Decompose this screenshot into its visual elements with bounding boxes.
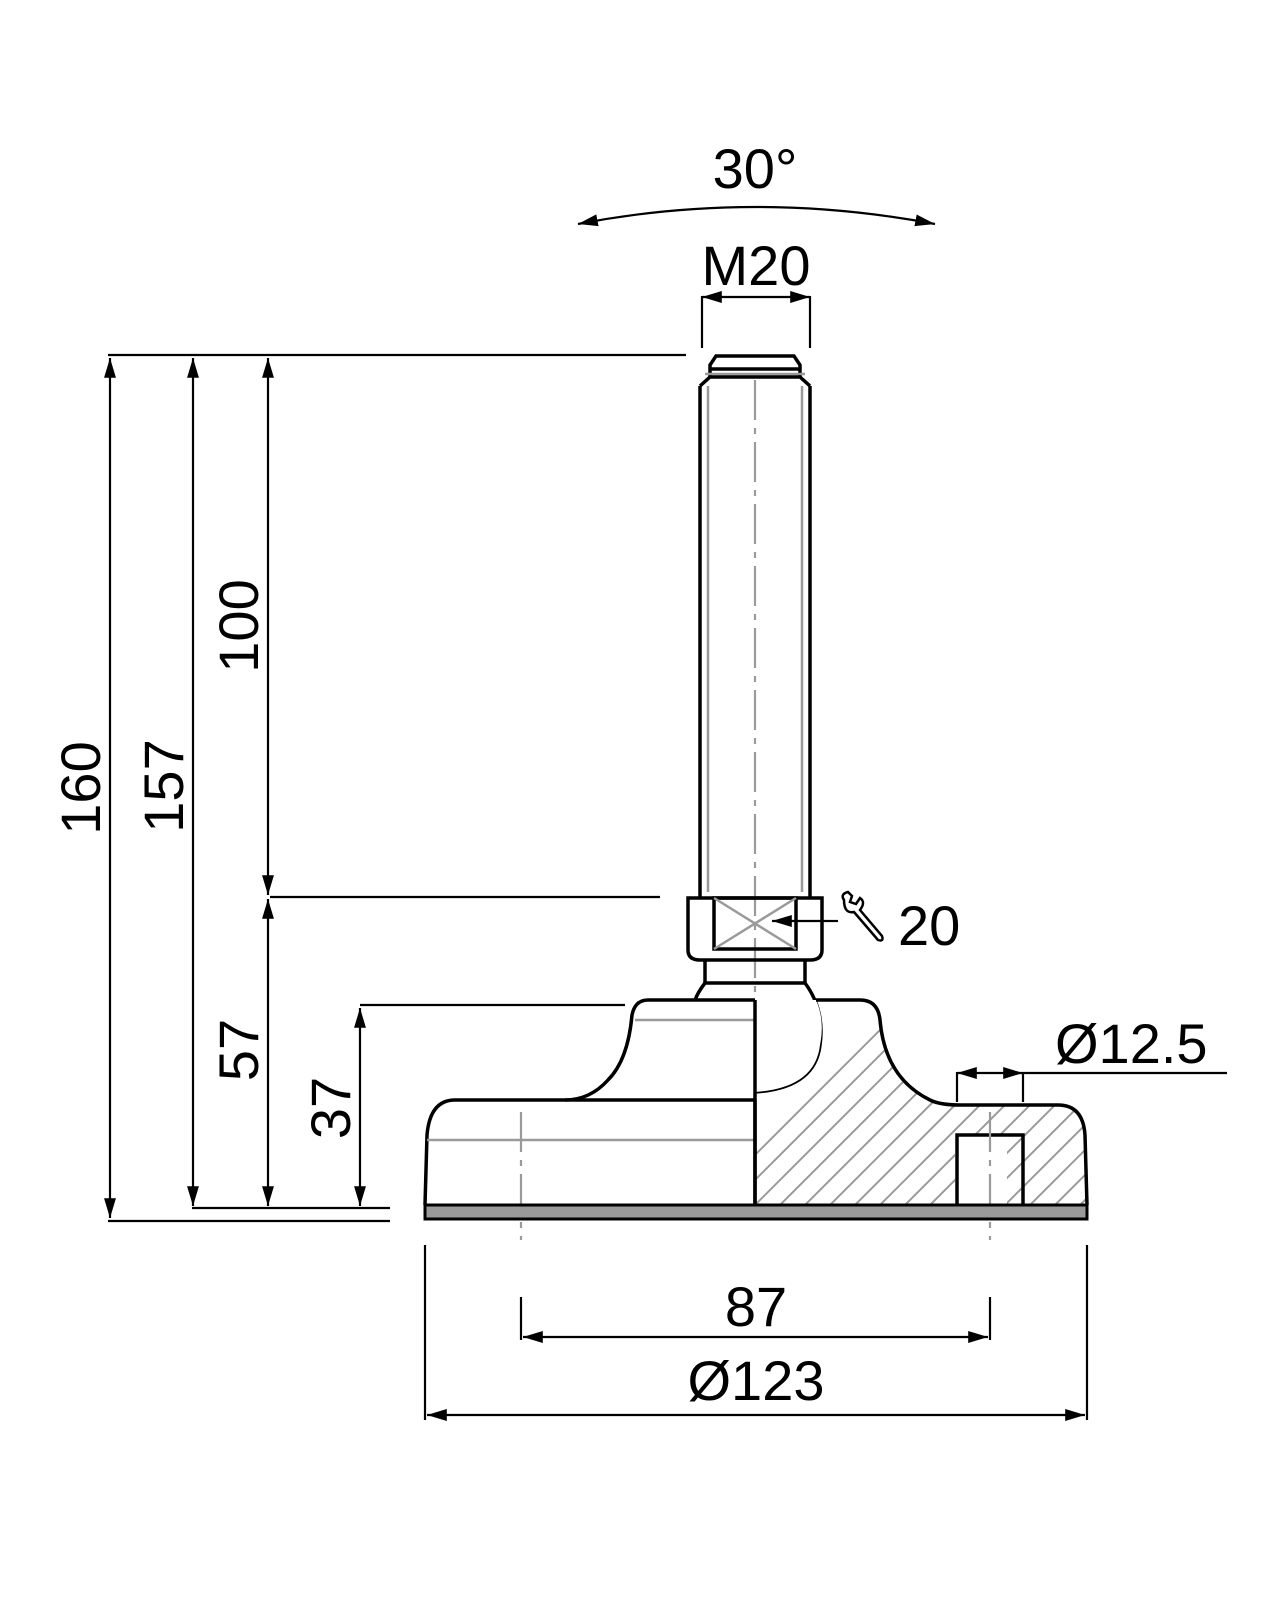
hole-diameter-label: Ø12.5 [1055,1012,1208,1075]
base-diameter-label: Ø123 [688,1349,825,1412]
tilt-angle-label: 30° [713,137,798,200]
nut-height-label: 57 [207,1019,270,1081]
tilt-angle-dimension: 30° [577,137,936,227]
stem-length-label: 100 [207,579,270,672]
wrench-icon [841,890,884,942]
hole-spacing-label: 87 [725,1275,787,1338]
base-diameter-dimension: Ø123 [423,1245,1089,1421]
hole-spacing-dimension: 87 [519,1275,992,1343]
tilt-arc [577,205,936,227]
hex-nut [686,896,838,985]
thread-dimension: M20 [700,234,812,348]
total-height-label: 160 [49,741,112,834]
hole-diameter-dimension: Ø12.5 [955,1012,1227,1102]
base-height-label: 37 [299,1077,362,1139]
vertical-dimensions: 160 157 100 57 37 [49,353,686,1223]
rubber-pad [423,1203,1089,1221]
height-to-pad-label: 157 [132,739,195,832]
wrench-size-label: 20 [898,894,960,957]
thread-label: M20 [702,234,811,297]
